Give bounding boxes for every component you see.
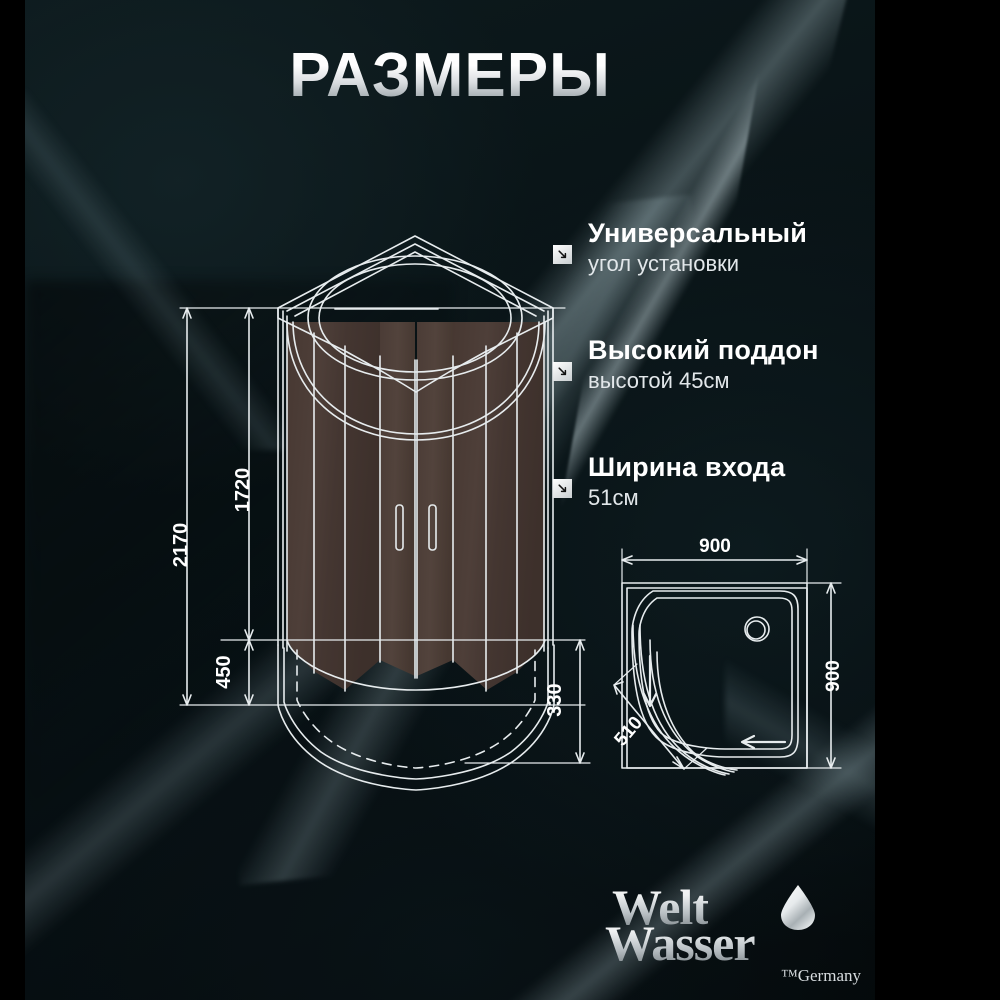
plan-door-rail-2	[639, 624, 730, 775]
content-panel: РАЗМЕРЫ	[25, 0, 875, 1000]
door-handle-left	[395, 504, 404, 551]
feature-title: Высокий поддон	[588, 335, 819, 366]
arrow-down-right-icon	[553, 362, 572, 382]
plan-inner-square	[626, 587, 808, 769]
dim-label-tray-depth: 330	[544, 683, 566, 716]
glass-panel-right-center	[417, 322, 453, 676]
dim-label-tray-height: 450	[213, 655, 235, 688]
feature-title: Ширина входа	[588, 452, 786, 483]
glass-panel-right	[453, 322, 545, 690]
tray-hidden-edge-dashed	[296, 649, 536, 769]
logo-line-welt: Welt	[612, 879, 709, 935]
dim-450-arrow-bottom	[244, 694, 254, 706]
plan-drain-inner	[746, 620, 766, 640]
feature-item: Высокий поддон высотой 45см	[553, 335, 873, 394]
dim-2170-arrow-top	[182, 307, 192, 319]
dim-label-cabin-height: 1720	[232, 468, 254, 513]
water-drop-icon	[781, 885, 815, 930]
feature-subtitle: 51см	[588, 485, 639, 511]
plan-door-rail-4	[656, 651, 738, 771]
feature-subtitle: угол установки	[588, 250, 740, 276]
roof-front-curve-inner	[292, 321, 540, 435]
dim-510-line	[614, 685, 684, 769]
dim-label-plan-depth: 900	[823, 660, 844, 692]
glass-bottom-curve	[286, 639, 546, 691]
witness-510-a	[613, 663, 638, 686]
dim-2170-arrow-bottom	[182, 694, 192, 706]
page-title: РАЗМЕРЫ	[25, 40, 875, 111]
tray-inner-outline	[283, 647, 549, 780]
feature-list: Универсальный угол установки Высокий под…	[553, 218, 873, 569]
glass-panel-left	[287, 322, 380, 690]
door-handle-right	[428, 504, 437, 551]
roof-front-curve	[286, 321, 546, 441]
feature-subtitle: высотой 45см	[588, 367, 730, 393]
logo-trademark: ™Germany	[781, 966, 861, 985]
arrow-down-right-icon	[553, 479, 572, 499]
brand-logo: Welt Wasser ™Germany	[605, 878, 865, 990]
dim-label-total-height: 2170	[170, 523, 192, 568]
logo-line-wasser: Wasser	[605, 915, 756, 971]
plan-tray-outline	[631, 590, 799, 758]
plan-arrow-vert-head	[642, 692, 658, 708]
feature-item: Ширина входа 51см	[553, 452, 873, 511]
plan-drain-outer	[744, 616, 770, 642]
dim-450-arrow-top	[244, 639, 254, 651]
dim-1720-arrow-top	[244, 307, 254, 319]
cabin-roof-inner-edge	[286, 243, 545, 312]
cabin-roof-inner-edge2	[294, 251, 537, 317]
dim-label-plan-width: 900	[699, 536, 731, 557]
plan-door-rail-1	[632, 624, 726, 776]
technical-drawing: 2170 1720 450 330	[170, 235, 844, 791]
plan-arrow-horz-head	[740, 734, 756, 750]
witness-510-b	[683, 747, 708, 770]
feature-item: Универсальный угол установки	[553, 218, 873, 277]
glass-panel-left-center	[380, 322, 415, 676]
plan-door-rail-3	[649, 639, 735, 773]
arrow-down-right-icon	[553, 245, 572, 264]
feature-title: Универсальный	[588, 218, 808, 248]
tray-outer-outline	[277, 644, 555, 791]
dim-330-arrow-top	[575, 639, 585, 651]
